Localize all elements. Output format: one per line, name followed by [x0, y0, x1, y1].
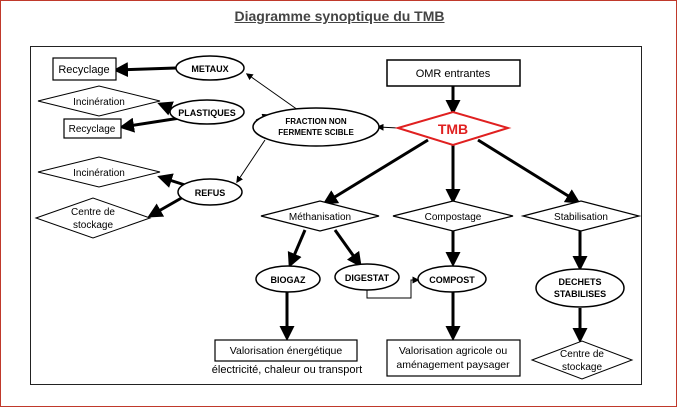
- incineration-top-label: Incinération: [73, 97, 125, 108]
- refus-label: REFUS: [195, 188, 226, 198]
- edge-methanisation-digestat: [333, 229, 362, 268]
- edge-tmb-methanisation: [322, 138, 429, 205]
- stockage-left-label-1: Centre de: [71, 207, 115, 218]
- node-methanisation: Méthanisation: [260, 200, 380, 232]
- valorisation-agricole-label-1: Valorisation agricole ou: [399, 345, 508, 357]
- recyclage-mid-label: Recyclage: [69, 124, 116, 135]
- edge-refus-incineration: [157, 173, 186, 188]
- node-incineration-bot: Incinération: [37, 156, 161, 188]
- node-plastiques: PLASTIQUES: [169, 99, 245, 125]
- node-stabilisation: Stabilisation: [520, 200, 642, 232]
- edge-tmb-fraction: [376, 123, 399, 131]
- node-biogaz: BIOGAZ: [255, 265, 321, 293]
- fraction-label-1: FRACTION NON: [285, 117, 347, 126]
- dechets-label-2: STABILISES: [554, 289, 606, 299]
- diagram-panel: [30, 46, 642, 385]
- edge-methanisation-biogaz: [287, 229, 307, 268]
- valorisation-agricole-label-2: aménagement paysager: [396, 359, 510, 371]
- edge-fraction-metaux: [245, 73, 299, 111]
- digestat-label: DIGESTAT: [345, 273, 390, 283]
- stockage-left-label-2: stockage: [73, 220, 113, 231]
- node-recyclage-top: Recyclage: [52, 57, 117, 81]
- compostage-label: Compostage: [425, 212, 482, 223]
- edge-refus-stockage: [147, 194, 186, 218]
- valorisation-energetique-label: Valorisation énergétique: [230, 345, 343, 357]
- node-valorisation-energetique: Valorisation énergétique: [214, 339, 358, 362]
- stockage-right-label-2: stockage: [562, 362, 602, 373]
- node-refus: REFUS: [177, 178, 243, 206]
- node-fraction: FRACTION NON FERMENTE SCIBLE: [252, 107, 380, 147]
- node-metaux: METAUX: [175, 55, 245, 81]
- node-digestat: DIGESTAT: [334, 263, 400, 291]
- node-incineration-top: Incinération: [37, 85, 161, 117]
- tmb-label: TMB: [438, 121, 468, 137]
- edge-fraction-refus: [236, 139, 266, 184]
- node-omr: OMR entrantes: [386, 59, 521, 87]
- methanisation-label: Méthanisation: [289, 212, 351, 223]
- metaux-label: METAUX: [191, 64, 228, 74]
- incineration-bot-label: Incinération: [73, 168, 125, 179]
- node-recyclage-mid: Recyclage: [63, 118, 122, 139]
- stockage-right-label-1: Centre de: [560, 349, 604, 360]
- compost-label: COMPOST: [429, 275, 475, 285]
- valorisation-energetique-caption: électricité, chaleur ou transport: [211, 364, 363, 376]
- page-title: Diagramme synoptique du TMB: [234, 8, 445, 24]
- node-compost: COMPOST: [417, 265, 487, 293]
- plastiques-label: PLASTIQUES: [178, 108, 236, 118]
- recyclage-top-label: Recyclage: [58, 64, 109, 76]
- edge-tmb-stabilisation: [477, 138, 581, 204]
- node-valorisation-agricole: Valorisation agricole ou aménagement pay…: [386, 339, 521, 377]
- omr-label: OMR entrantes: [416, 68, 491, 80]
- dechets-label-1: DECHETS: [558, 277, 601, 287]
- edge-metaux-recyclage: [113, 62, 177, 78]
- node-tmb: TMB: [394, 110, 512, 147]
- node-stockage-left: Centre de stockage: [34, 197, 152, 239]
- edge-plastiques-recyclage: [119, 116, 181, 133]
- edge-digestat-compost: [366, 276, 420, 299]
- node-stockage-right: Centre de stockage: [530, 340, 634, 380]
- biogaz-label: BIOGAZ: [271, 275, 307, 285]
- fraction-label-2: FERMENTE SCIBLE: [278, 128, 354, 137]
- stabilisation-label: Stabilisation: [554, 212, 608, 223]
- node-dechets: DECHETS STABILISES: [535, 268, 625, 308]
- node-compostage: Compostage: [392, 200, 514, 232]
